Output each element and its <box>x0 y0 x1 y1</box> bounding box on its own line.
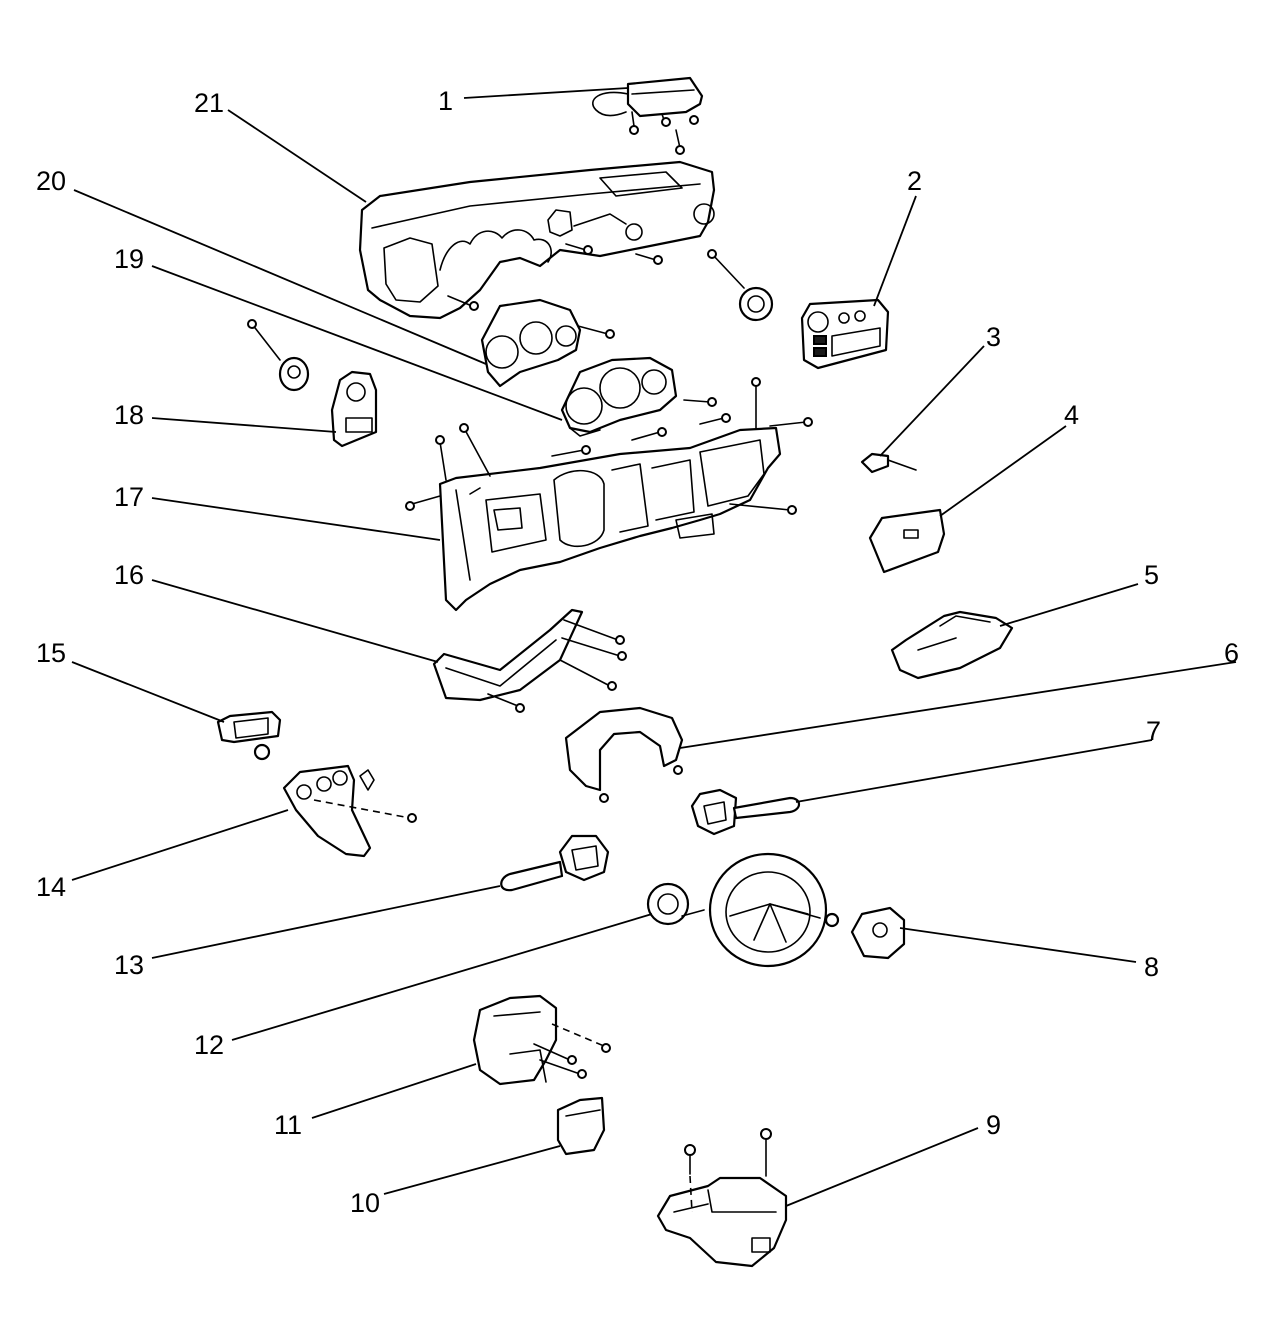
part-2-center-bezel <box>800 298 890 370</box>
callout-6: 6 <box>1224 638 1239 668</box>
callout-15: 15 <box>36 638 66 668</box>
part-18-switch-bezel <box>247 319 378 448</box>
part-4-glove-box <box>868 508 946 574</box>
part-5-right-lower-trim <box>890 610 1014 680</box>
part-20-cluster-bezel <box>480 298 615 388</box>
part-21-screws <box>447 243 663 311</box>
callout-12: 12 <box>194 1030 224 1060</box>
leader-7 <box>795 739 1153 803</box>
leader-20 <box>73 189 487 365</box>
part-6-column-upper-shroud <box>564 706 684 803</box>
part-3-bracket <box>860 452 917 474</box>
steering-wheel <box>708 852 840 968</box>
callout-17: 17 <box>114 482 144 512</box>
knob-upper-right <box>707 249 774 322</box>
leader-17 <box>151 497 441 541</box>
part-19-instrument-cluster <box>560 356 678 437</box>
part-8-driver-airbag <box>850 906 906 960</box>
leader-15 <box>71 661 225 723</box>
callout-1: 1 <box>438 86 453 116</box>
callout-13: 13 <box>114 950 144 980</box>
leader-21 <box>227 109 367 203</box>
leader-11 <box>311 1063 477 1119</box>
leader-4 <box>939 425 1067 517</box>
leader-2 <box>873 195 917 307</box>
part-10-column-filler <box>556 1096 606 1156</box>
part-21-instrument-panel-pad <box>358 160 716 320</box>
callout-11: 11 <box>274 1110 302 1140</box>
part-16-knee-bolster <box>432 608 627 713</box>
callout-3: 3 <box>986 322 1001 352</box>
callout-8: 8 <box>1144 952 1159 982</box>
leader-9 <box>785 1127 979 1207</box>
part-17-instrument-panel-carrier <box>438 426 782 612</box>
leader-18 <box>151 417 337 433</box>
callout-5: 5 <box>1144 560 1159 590</box>
callout-7: 7 <box>1146 716 1161 746</box>
callout-10: 10 <box>350 1188 380 1218</box>
part-14-headlamp-bezel <box>282 764 417 858</box>
leader-3 <box>879 345 985 457</box>
leader-lines <box>71 87 1237 1207</box>
leader-13 <box>151 885 501 959</box>
callout-9: 9 <box>986 1110 1001 1140</box>
leader-14 <box>71 809 289 881</box>
part-12-clock-spring <box>646 882 705 926</box>
callout-2: 2 <box>907 166 922 196</box>
leader-5 <box>999 583 1139 627</box>
callout-14: 14 <box>36 872 66 902</box>
callout-21: 21 <box>194 88 224 118</box>
leader-6 <box>679 661 1237 749</box>
callout-20: 20 <box>36 166 66 196</box>
leader-19 <box>151 265 563 421</box>
callout-4: 4 <box>1064 400 1079 430</box>
part-1-passenger-airbag <box>592 76 704 155</box>
leader-8 <box>899 927 1137 963</box>
callout-18: 18 <box>114 400 144 430</box>
part-11-column-lower-shroud <box>472 994 611 1086</box>
callout-labels: 1 2 3 4 5 6 7 8 9 10 11 12 13 14 15 16 1… <box>36 86 1239 1218</box>
callout-16: 16 <box>114 560 144 590</box>
part-7-wiper-switch <box>690 788 801 836</box>
leader-16 <box>151 579 439 663</box>
callout-19: 19 <box>114 244 144 274</box>
leader-1 <box>463 87 629 99</box>
part-9-floor-console <box>656 1128 788 1268</box>
part-17-screws <box>405 377 813 515</box>
part-15-switch <box>216 710 282 761</box>
part-13-turn-signal-switch <box>500 834 610 892</box>
leader-10 <box>383 1145 561 1195</box>
leader-12 <box>231 913 653 1041</box>
